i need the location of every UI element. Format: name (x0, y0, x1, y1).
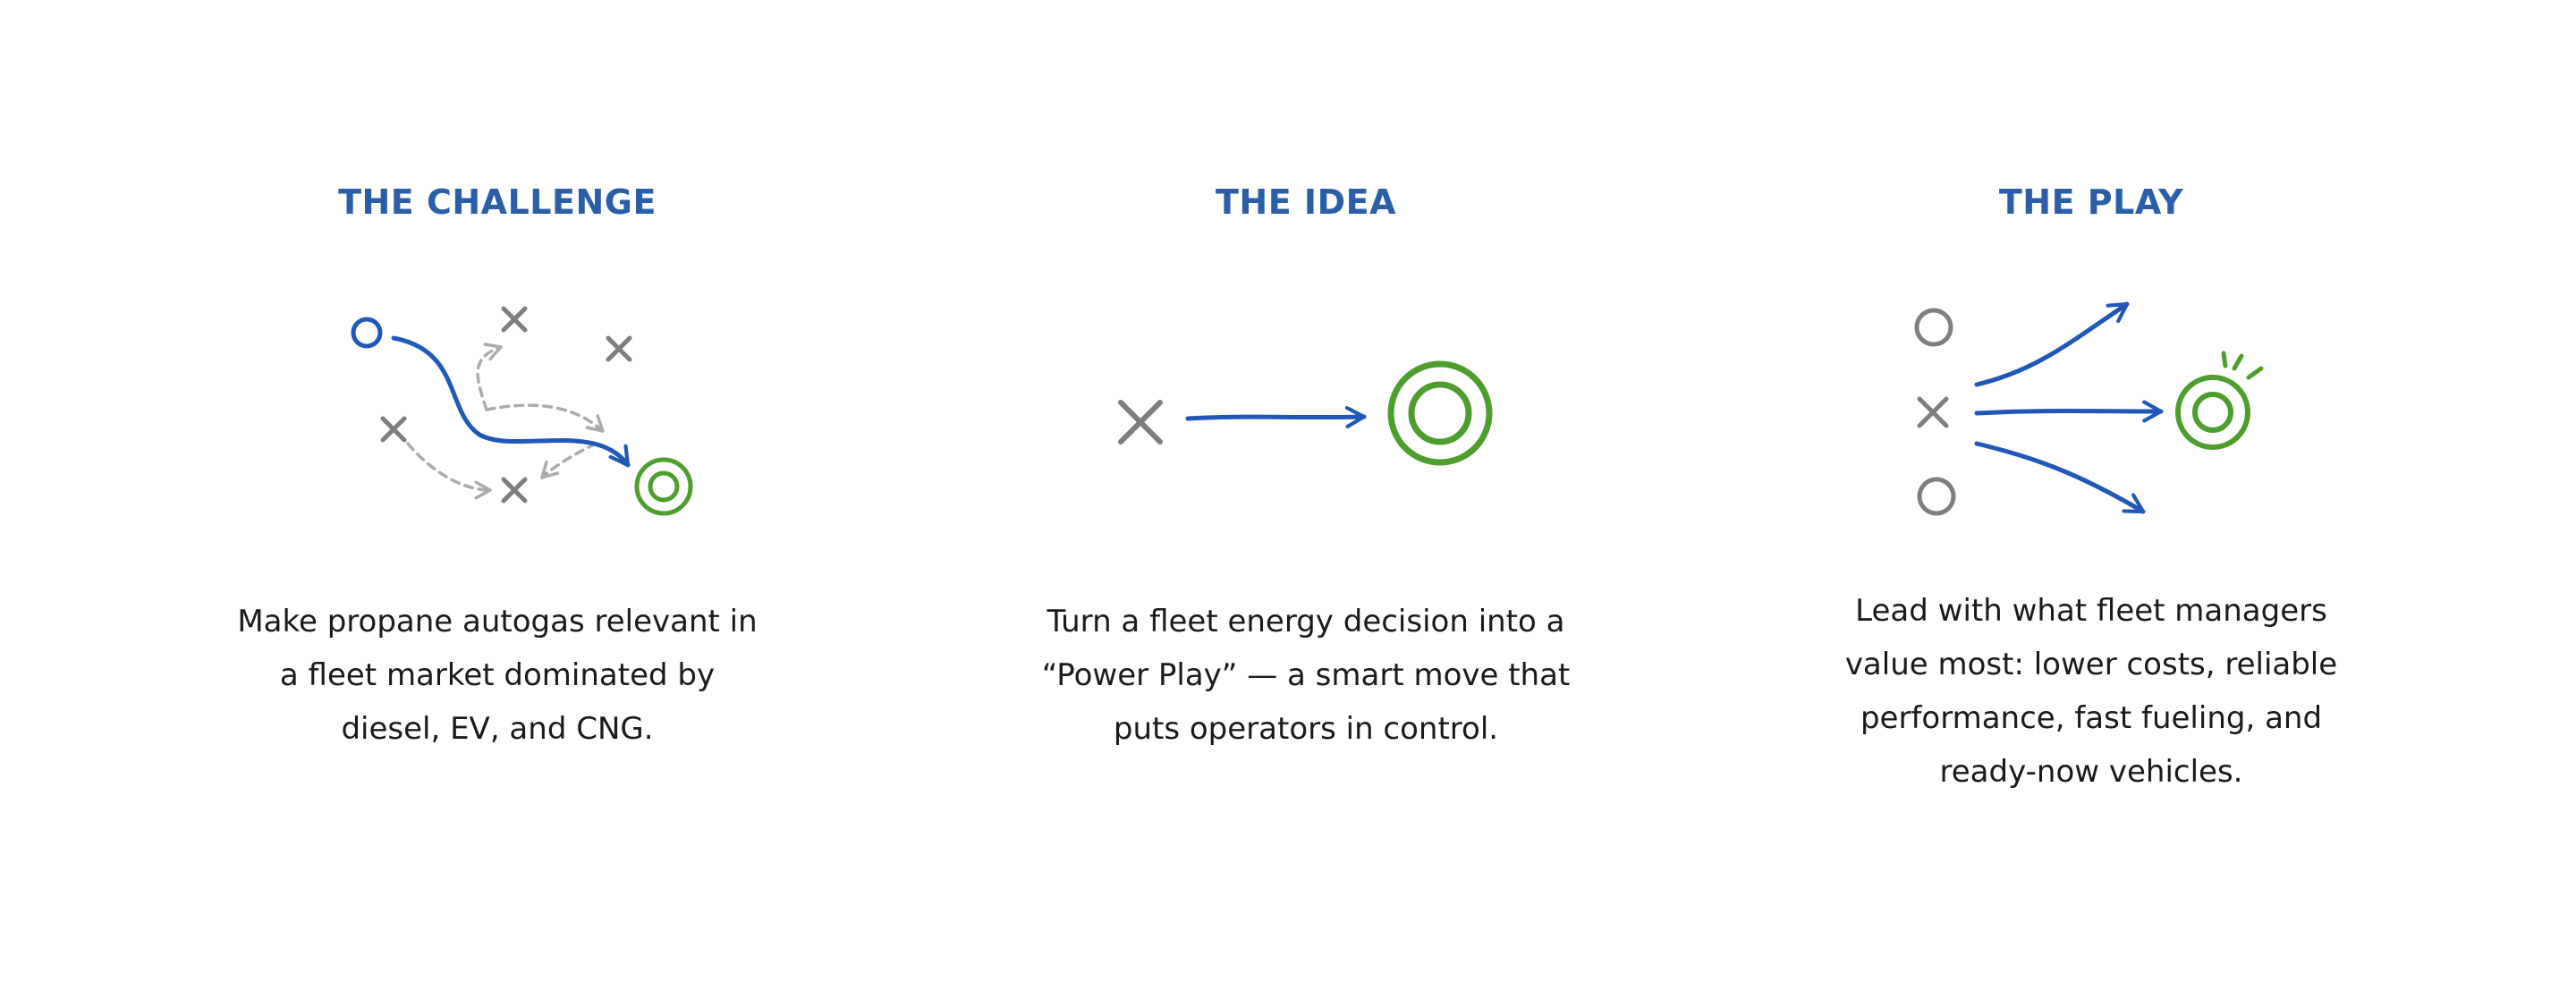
route-arrow (1974, 441, 2146, 514)
start-circle-icon (351, 317, 383, 349)
idea-panel: THE IDEA Turn a fleet energy decision in… (903, 0, 1708, 982)
opponent-x-icon (1118, 400, 1163, 444)
route-arrow (1974, 301, 2130, 387)
idea-title: THE IDEA (1216, 182, 1396, 222)
goal-target-icon (2175, 351, 2264, 450)
opponent-x-icon (380, 416, 407, 443)
play-panel: THE PLAY (1689, 0, 2494, 982)
idea-description: Turn a fleet energy decision into a “Pow… (1041, 604, 1571, 747)
player-circle-icon (1917, 477, 1956, 516)
challenge-play-diagram (351, 306, 693, 516)
route-arrow (1974, 400, 2164, 423)
opponent-x-icon (606, 335, 632, 362)
play-description: Lead with what fleet managers value most… (1844, 593, 2338, 790)
challenge-panel: THE CHALLENGE (95, 0, 900, 982)
opponent-x-icon (501, 477, 528, 504)
dashed-route-arrow (485, 403, 605, 433)
goal-target-icon (1387, 360, 1493, 466)
player-circle-icon (1914, 308, 1953, 347)
challenge-title: THE CHALLENGE (338, 182, 657, 222)
dashed-route-arrow (406, 442, 492, 500)
player-x-icon (1917, 396, 1949, 428)
dashed-route-arrow (540, 442, 597, 479)
idea-play-diagram (1118, 360, 1493, 466)
challenge-description: Make propane autogas relevant in a fleet… (237, 604, 758, 747)
route-arrow (391, 335, 631, 468)
opponent-x-icon (501, 306, 528, 333)
play-diagram (1914, 301, 2264, 516)
dashed-route-arrow (476, 343, 503, 411)
goal-target-icon (634, 457, 693, 516)
play-title: THE PLAY (1998, 182, 2184, 222)
route-arrow (1185, 406, 1367, 428)
